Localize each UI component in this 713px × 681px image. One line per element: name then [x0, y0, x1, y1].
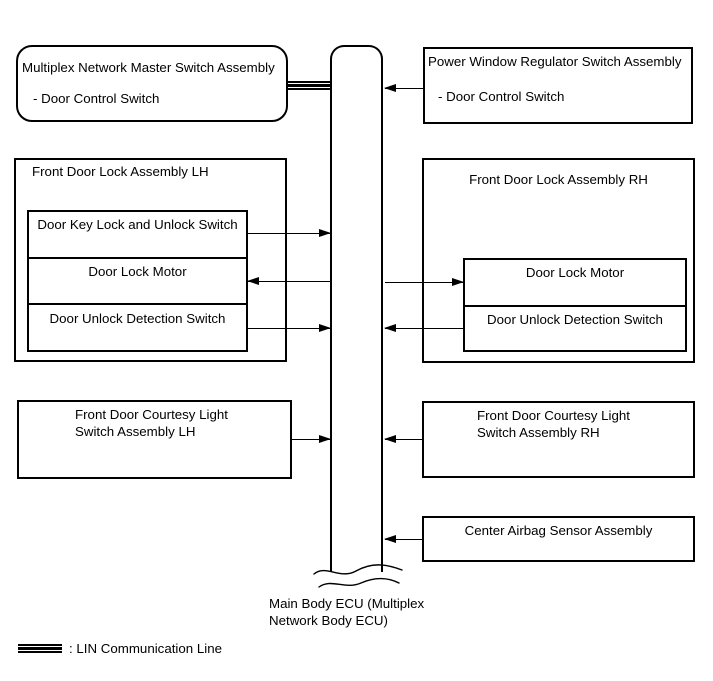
arrowhead-right-icon [319, 323, 331, 332]
courtesy-lh-line2: Switch Assembly LH [75, 424, 196, 439]
connector-line [248, 232, 330, 234]
connector-line [385, 538, 422, 540]
courtesy-rh-line2: Switch Assembly RH [477, 425, 600, 440]
legend: : LIN Communication Line [18, 640, 222, 657]
arrowhead-left-icon [384, 534, 396, 543]
arrow-ecu-to-door-lock-motor-lh [247, 276, 330, 286]
power-window-sub-item: - Door Control Switch [438, 89, 565, 104]
box-power-window-regulator-switch-assembly: Power Window Regulator Switch Assembly -… [423, 47, 693, 124]
multiplex-master-switch-sub-item: - Door Control Switch [33, 91, 160, 106]
ecu-label-line2: Network Body ECU) [269, 613, 388, 628]
connector-line [385, 87, 423, 89]
center-airbag-title: Center Airbag Sensor Assembly [464, 523, 653, 538]
box-multiplex-master-switch-assembly: Multiplex Network Master Switch Assembly… [16, 45, 288, 122]
cell-door-lock-motor-rh: Door Lock Motor [525, 265, 625, 280]
arrow-courtesy-rh-to-ecu [384, 434, 422, 444]
arrowhead-left-icon [384, 434, 396, 443]
arrowhead-left-icon [384, 83, 396, 92]
arrow-key-lock-switch-to-ecu [248, 228, 331, 238]
courtesy-lh-line1: Front Door Courtesy Light [75, 407, 228, 422]
arrow-airbag-to-ecu [384, 534, 422, 544]
cell-door-unlock-detection-switch-rh: Door Unlock Detection Switch [487, 312, 663, 327]
legend-label: : LIN Communication Line [69, 640, 222, 656]
arrow-unlock-detection-rh-to-ecu [384, 323, 463, 333]
arrowhead-right-icon [452, 277, 464, 286]
front-door-lock-lh-component-stack: Door Key Lock and Unlock Switch Door Loc… [27, 210, 248, 352]
arrow-ecu-to-door-lock-motor-rh [385, 277, 464, 287]
divider [29, 303, 246, 305]
arrowhead-left-icon [247, 276, 259, 285]
cell-door-key-lock-and-unlock-switch: Door Key Lock and Unlock Switch [37, 217, 238, 232]
front-door-lock-rh-title: Front Door Lock Assembly RH [469, 172, 648, 187]
cell-door-unlock-detection-switch-lh: Door Unlock Detection Switch [49, 311, 226, 326]
main-body-ecu-label: Main Body ECU (Multiplex Network Body EC… [269, 595, 424, 629]
arrow-courtesy-lh-to-ecu [292, 434, 331, 444]
front-door-lock-lh-title: Front Door Lock Assembly LH [32, 164, 209, 179]
divider [465, 305, 685, 307]
box-front-door-courtesy-light-rh: Front Door Courtesy Light Switch Assembl… [422, 401, 695, 478]
connector-line [385, 327, 463, 329]
arrowhead-right-icon [319, 228, 331, 237]
lin-line-master-switch-to-ecu [288, 81, 330, 90]
arrowhead-right-icon [319, 434, 331, 443]
connector-line [385, 438, 422, 440]
divider [29, 257, 246, 259]
connector-line [248, 327, 330, 329]
box-center-airbag-sensor-assembly: Center Airbag Sensor Assembly [422, 516, 695, 562]
multiplex-master-switch-title: Multiplex Network Master Switch Assembly [22, 60, 275, 75]
ecu-label-line1: Main Body ECU (Multiplex [269, 596, 425, 611]
front-door-lock-rh-component-stack: Door Lock Motor Door Unlock Detection Sw… [463, 258, 687, 352]
courtesy-rh-line1: Front Door Courtesy Light [477, 408, 630, 423]
box-front-door-courtesy-light-lh: Front Door Courtesy Light Switch Assembl… [17, 400, 292, 479]
lin-line-symbol-icon [18, 644, 62, 653]
arrow-power-window-to-ecu [384, 83, 423, 93]
connector-line [385, 281, 463, 283]
ecu-break-squiggle-icon [313, 564, 403, 588]
cell-door-lock-motor-lh: Door Lock Motor [88, 264, 187, 279]
arrow-unlock-detection-lh-to-ecu [248, 323, 331, 333]
connector-line [248, 280, 330, 282]
arrowhead-left-icon [384, 323, 396, 332]
power-window-title: Power Window Regulator Switch Assembly [428, 54, 682, 69]
connector-line [292, 438, 330, 440]
main-body-ecu-bar [330, 45, 383, 572]
